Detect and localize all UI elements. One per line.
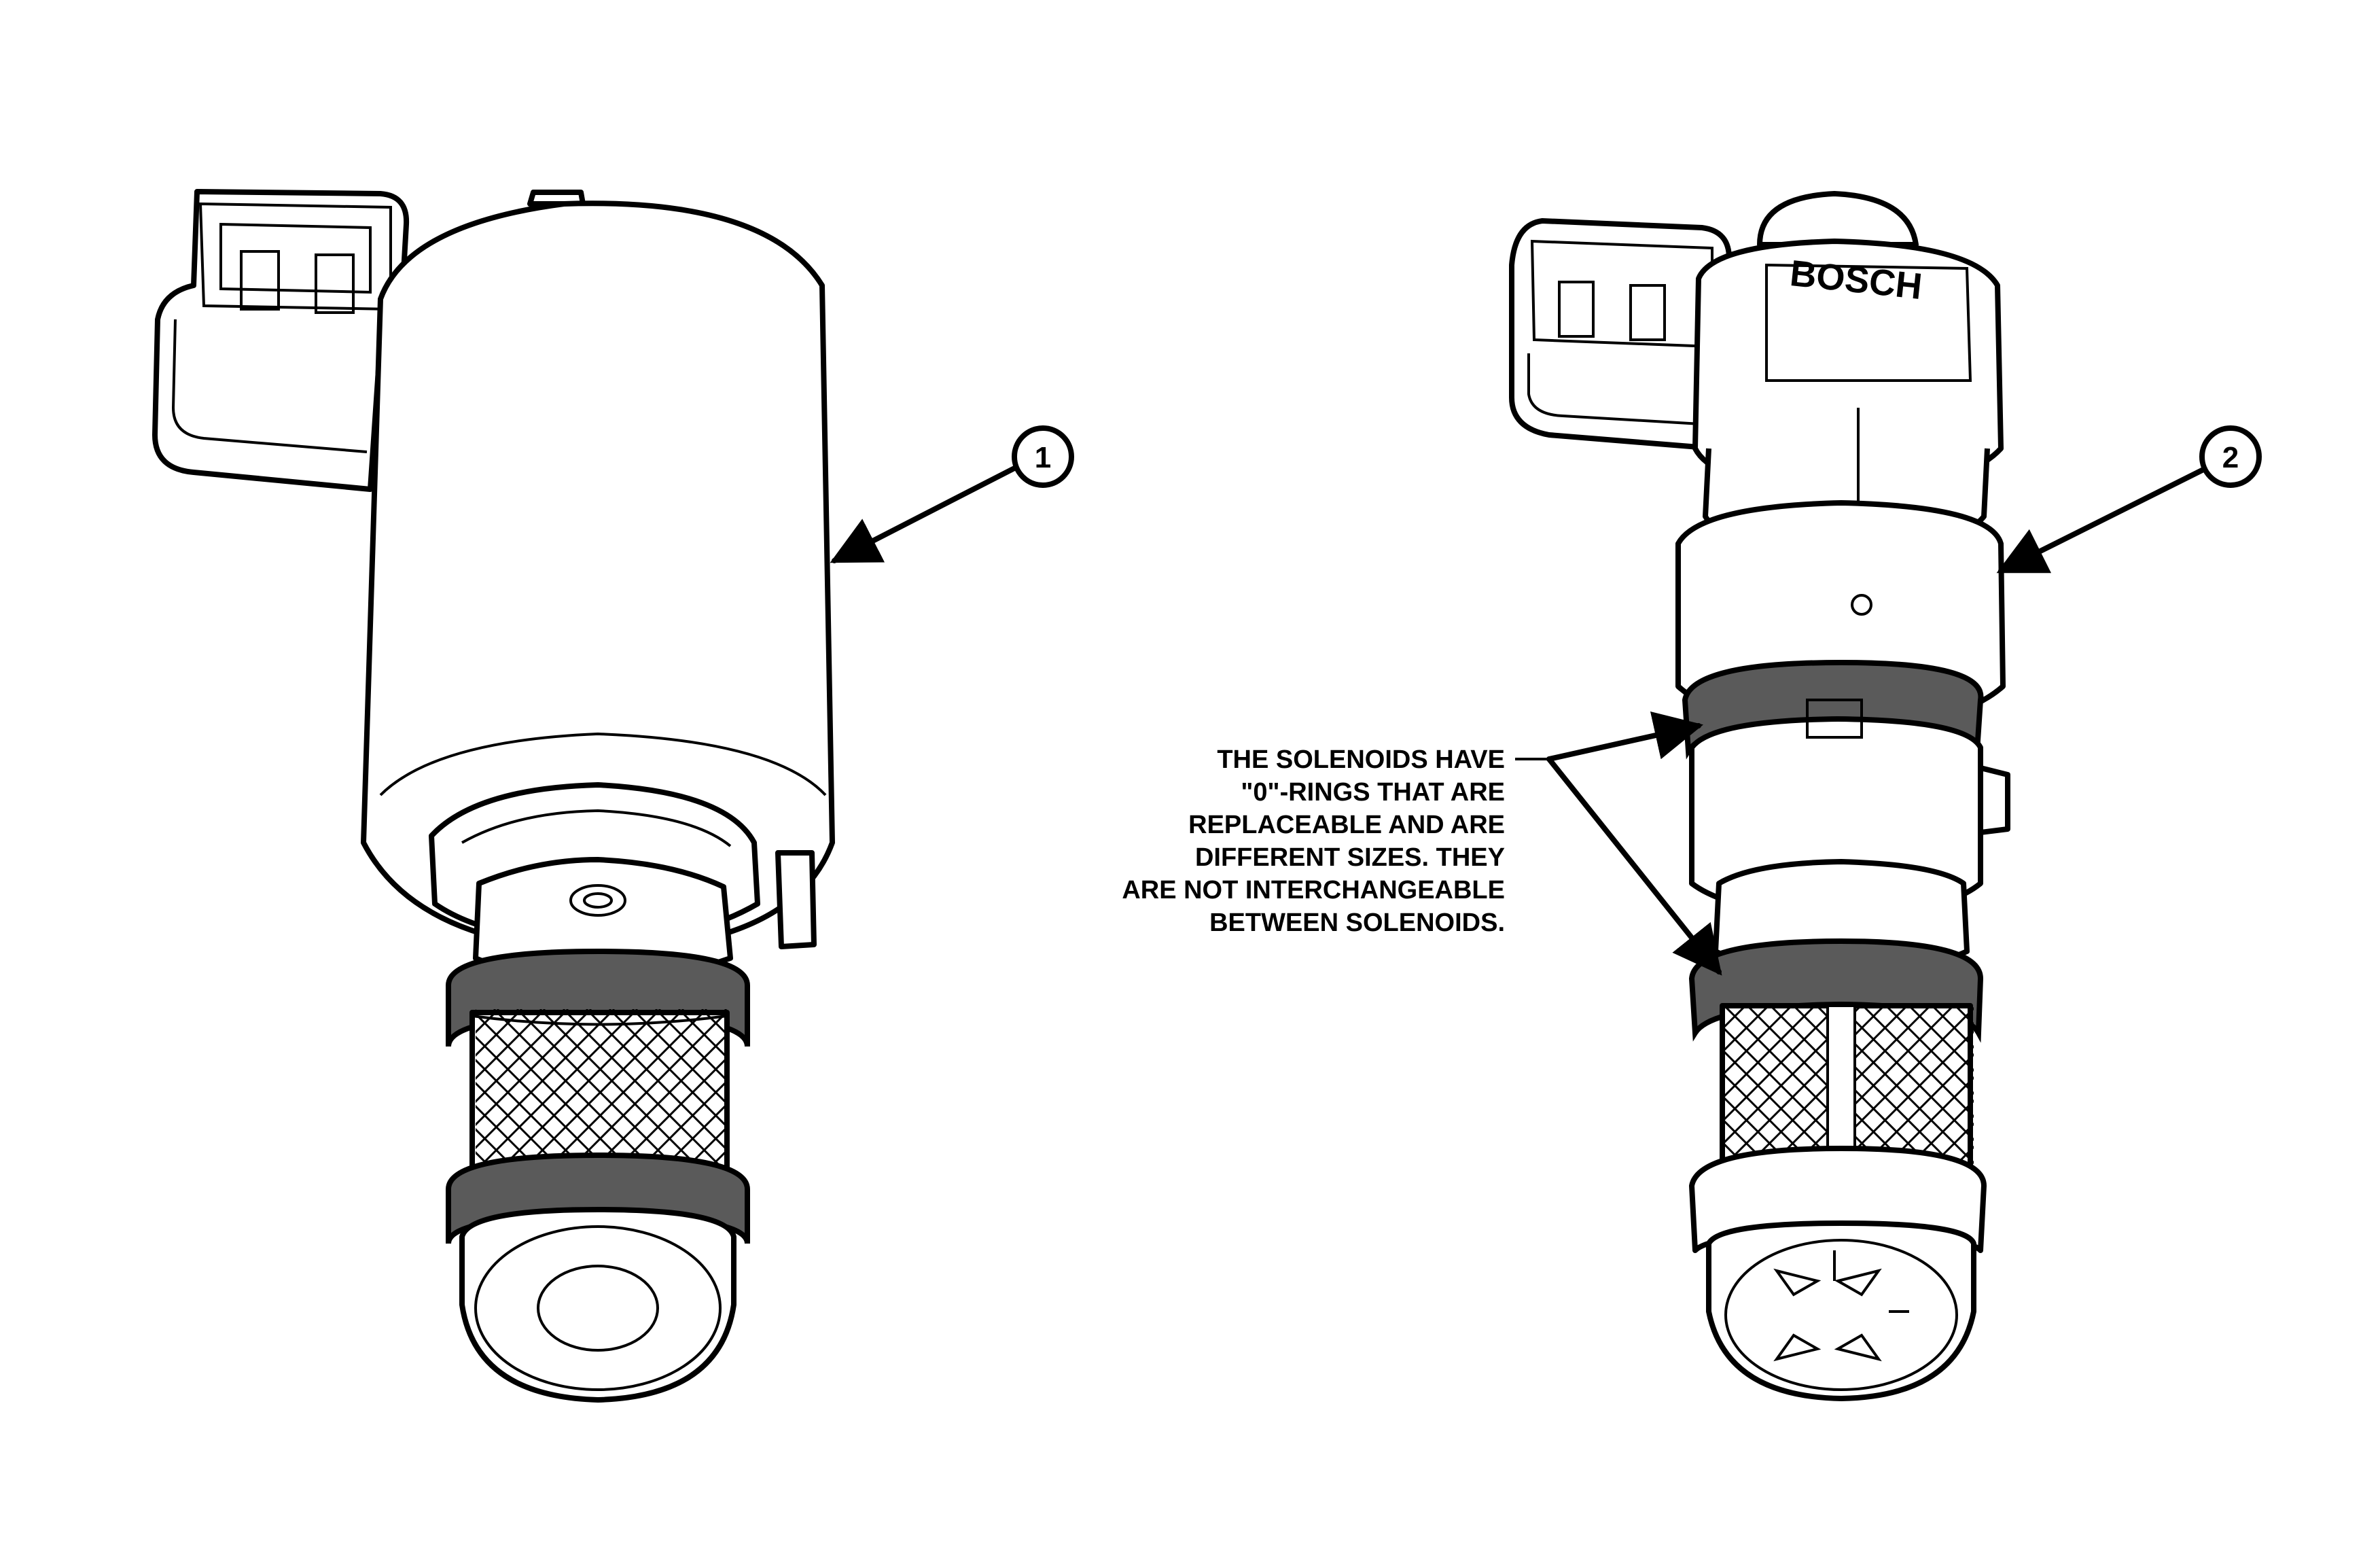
note-line-1: THE SOLENOIDS HAVE xyxy=(1217,745,1505,774)
connector-2 xyxy=(1509,218,1732,451)
callout-2: 2 xyxy=(1996,425,2262,574)
note-leader-upper xyxy=(1546,711,1704,762)
note-line-3: REPLACEABLE AND ARE xyxy=(1188,811,1505,839)
callout-2-label: 2 xyxy=(2222,441,2239,474)
callout-2-leader xyxy=(1996,466,2207,574)
callout-1-leader xyxy=(830,465,1018,563)
note-line-6: BETWEEN SOLENOIDS. xyxy=(1209,909,1505,937)
connector-1 xyxy=(152,189,410,492)
note-line-2: "0"-RINGS THAT ARE xyxy=(1241,778,1505,807)
solenoid-2: BOSCH xyxy=(1509,191,2010,1401)
o-ring-note: THE SOLENOIDS HAVE "0"-RINGS THAT ARE RE… xyxy=(1122,711,1722,976)
filter-screen-1 xyxy=(469,1009,730,1178)
note-line-5: ARE NOT INTERCHANGEABLE xyxy=(1122,876,1505,904)
solenoid-1 xyxy=(152,189,835,1403)
note-leader-lower xyxy=(1546,756,1722,976)
callout-1: 1 xyxy=(830,425,1074,563)
note-line-4: DIFFERENT SIZES. THEY xyxy=(1195,843,1505,872)
callout-1-label: 1 xyxy=(1035,441,1051,474)
filter-screen-2 xyxy=(1720,1003,1974,1168)
